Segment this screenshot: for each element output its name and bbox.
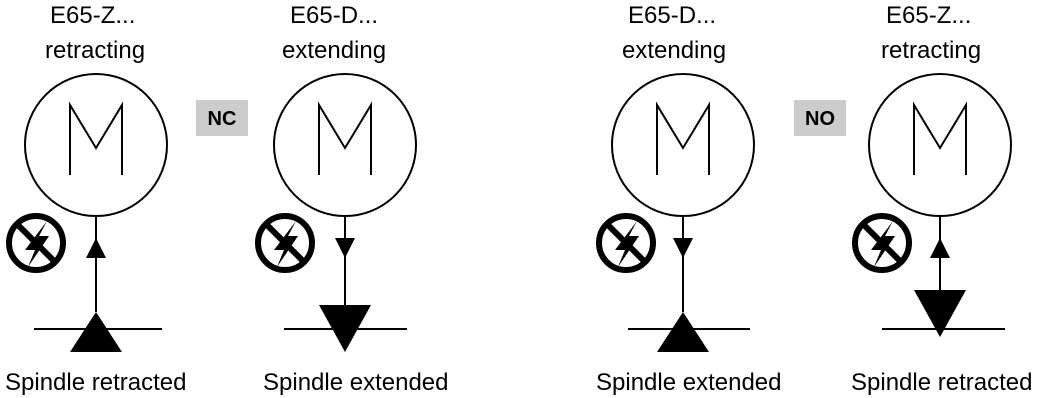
motor-icon [24, 73, 168, 217]
actuator-1: E65-Z... retracting Spindle retracted [5, 2, 186, 396]
arrow-up-icon [930, 238, 950, 258]
no-power-icon [852, 213, 912, 273]
motor-icon [611, 73, 755, 217]
actuator-2-status: Spindle extended [263, 369, 448, 396]
arrow-down-icon [335, 238, 355, 258]
actuator-1-motion: retracting [45, 37, 145, 64]
actuator-2-name: E65-D... [290, 2, 378, 29]
arrow-up-icon [86, 238, 106, 258]
actuator-4-name: E65-Z... [886, 2, 971, 29]
actuator-2: E65-D... extending Spindle extended [255, 2, 448, 396]
actuator-3-name: E65-D... [628, 2, 716, 29]
arrow-down-icon [673, 238, 693, 258]
spindle-triangle-down-icon [914, 290, 966, 337]
no-power-icon [596, 213, 656, 273]
motor-icon [273, 73, 417, 217]
nc-badge-label: NC [208, 108, 237, 130]
spindle-triangle-up-icon [70, 312, 122, 352]
actuator-3-motion: extending [622, 37, 726, 64]
actuator-1-name: E65-Z... [50, 2, 135, 29]
actuator-3-status: Spindle extended [596, 369, 781, 396]
actuator-1-status: Spindle retracted [5, 369, 186, 396]
actuator-4-status: Spindle retracted [851, 369, 1032, 396]
motor-icon [868, 73, 1012, 217]
spindle-triangle-up-icon [657, 312, 709, 352]
actuator-4-motion: retracting [881, 37, 981, 64]
no-power-icon [6, 213, 66, 273]
actuator-4: E65-Z... retracting Spindle retracted [851, 2, 1032, 396]
spindle-triangle-down-icon [319, 305, 371, 352]
no-badge-label: NO [805, 108, 835, 130]
actuator-2-motion: extending [282, 37, 386, 64]
no-badge: NO [794, 100, 846, 136]
no-power-icon [255, 213, 315, 273]
nc-badge: NC [196, 100, 248, 136]
actuator-3: E65-D... extending Spindle extended [596, 2, 781, 396]
